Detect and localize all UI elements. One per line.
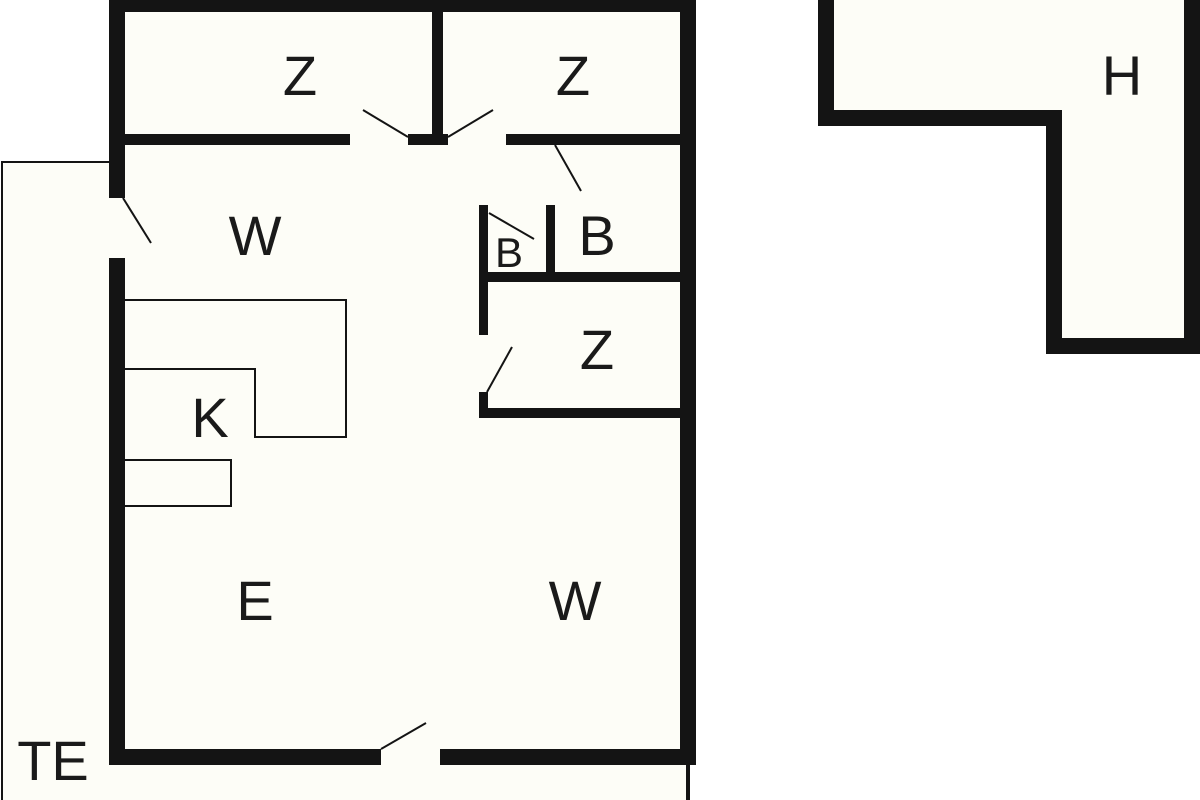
walls [109, 0, 696, 765]
terrace-outline [1, 161, 110, 800]
room-label-z3: Z [580, 318, 614, 381]
room-label-w2: W [549, 569, 602, 632]
room-label-b2: B [495, 229, 523, 276]
room-label-b1: B [578, 204, 615, 267]
room-label-e: E [236, 569, 273, 632]
kitchen-island [125, 459, 232, 507]
terrace-bottom [120, 760, 690, 800]
room-label-z1: Z [283, 44, 317, 107]
kitchen-counter [125, 299, 347, 438]
shed-floor [834, 0, 1184, 338]
terrace-edge [686, 765, 690, 800]
room-label-h: H [1102, 44, 1142, 107]
main-floor [109, 0, 696, 765]
terrace-area [2, 162, 122, 800]
room-label-te: TE [17, 729, 89, 792]
room-label-k: K [191, 386, 228, 449]
room-label-w1: W [229, 204, 282, 267]
room-label-z2: Z [556, 44, 590, 107]
door-swings [122, 109, 582, 750]
